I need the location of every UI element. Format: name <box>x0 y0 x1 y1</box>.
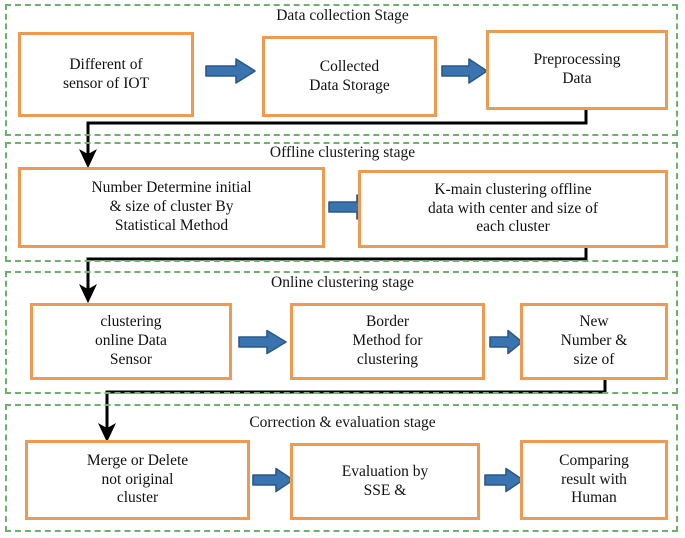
box-line: Merge or Delete <box>86 451 189 469</box>
box-line: New <box>579 313 609 331</box>
box-line: Different of <box>69 55 143 73</box>
stage-title-data-collection: Data collection Stage <box>276 7 409 24</box>
box-line: not original <box>101 470 174 488</box>
stage-data-collection <box>5 4 678 136</box>
box-line: sensor of IOT <box>62 74 150 92</box>
stage-title-online-clustering: Online clustering stage <box>271 274 414 291</box>
box-line: size of <box>573 350 615 368</box>
box-line: & size of cluster By <box>109 198 234 216</box>
arrow-online-2 <box>489 329 523 355</box>
stage-title-correction-evaluation: Correction & evaluation stage <box>249 414 436 431</box>
box-different-of-sensor-of-iot[interactable]: Different of sensor of IOT <box>18 32 194 117</box>
arrow-correction-2 <box>484 467 524 493</box>
box-preprocessing-data[interactable]: Preprocessing Data <box>486 30 668 110</box>
stage-offline-clustering <box>5 142 678 262</box>
box-merge-or-delete-not-original-cluster[interactable]: Merge or Delete not original cluster <box>25 440 250 520</box>
box-line: online Data <box>95 332 167 350</box>
box-line: result with <box>561 470 627 488</box>
box-collected-data-storage[interactable]: Collected Data Storage <box>262 36 437 117</box>
box-line: Evaluation by <box>341 462 429 480</box>
box-line: clustering <box>100 313 162 331</box>
box-line: each cluster <box>476 218 550 236</box>
box-new-number-size-of[interactable]: New Number & size of <box>520 303 668 380</box>
box-line: Number Determine initial <box>91 179 252 197</box>
box-line: cluster <box>116 489 159 507</box>
box-line: Border <box>365 313 410 331</box>
stage-title-offline-clustering: Offline clustering stage <box>269 144 416 161</box>
box-line: clustering <box>356 350 419 368</box>
box-line: Statistical Method <box>114 216 229 234</box>
stage-correction-evaluation <box>5 404 678 532</box>
box-line: Sensor <box>109 350 153 368</box>
arrow-correction-1 <box>252 467 294 493</box>
box-line: Preprocessing <box>533 51 621 69</box>
box-line: Comparing <box>559 451 629 469</box>
box-line: Number & <box>560 332 628 350</box>
box-line: Data Storage <box>309 76 390 94</box>
stage-online-clustering <box>5 271 678 394</box>
box-line: SSE & <box>363 481 407 499</box>
box-line: Collected <box>319 57 380 75</box>
box-line: K-main clustering offline <box>434 180 592 198</box>
box-determine-initial-number-size[interactable]: Number Determine initial & size of clust… <box>18 167 325 248</box>
box-evaluation-by-sse[interactable]: Evaluation by SSE & <box>290 443 480 520</box>
box-k-main-clustering-offline[interactable]: K-main clustering offline data with cent… <box>358 170 668 248</box>
arrow-collection-1 <box>205 58 256 84</box>
box-border-method-for-clustering[interactable]: Border Method for clustering <box>290 303 485 380</box>
box-line: Data <box>562 70 592 87</box>
box-comparing-result-with-human[interactable]: Comparing result with Human <box>520 440 668 520</box>
box-line: data with center and size of <box>428 199 598 217</box>
box-line: Human <box>571 489 617 507</box>
arrow-collection-2 <box>441 58 488 84</box>
box-clustering-online-data-sensor[interactable]: clustering online Data Sensor <box>30 303 232 380</box>
box-line: Method for <box>352 332 423 350</box>
arrow-online-1 <box>238 329 287 355</box>
